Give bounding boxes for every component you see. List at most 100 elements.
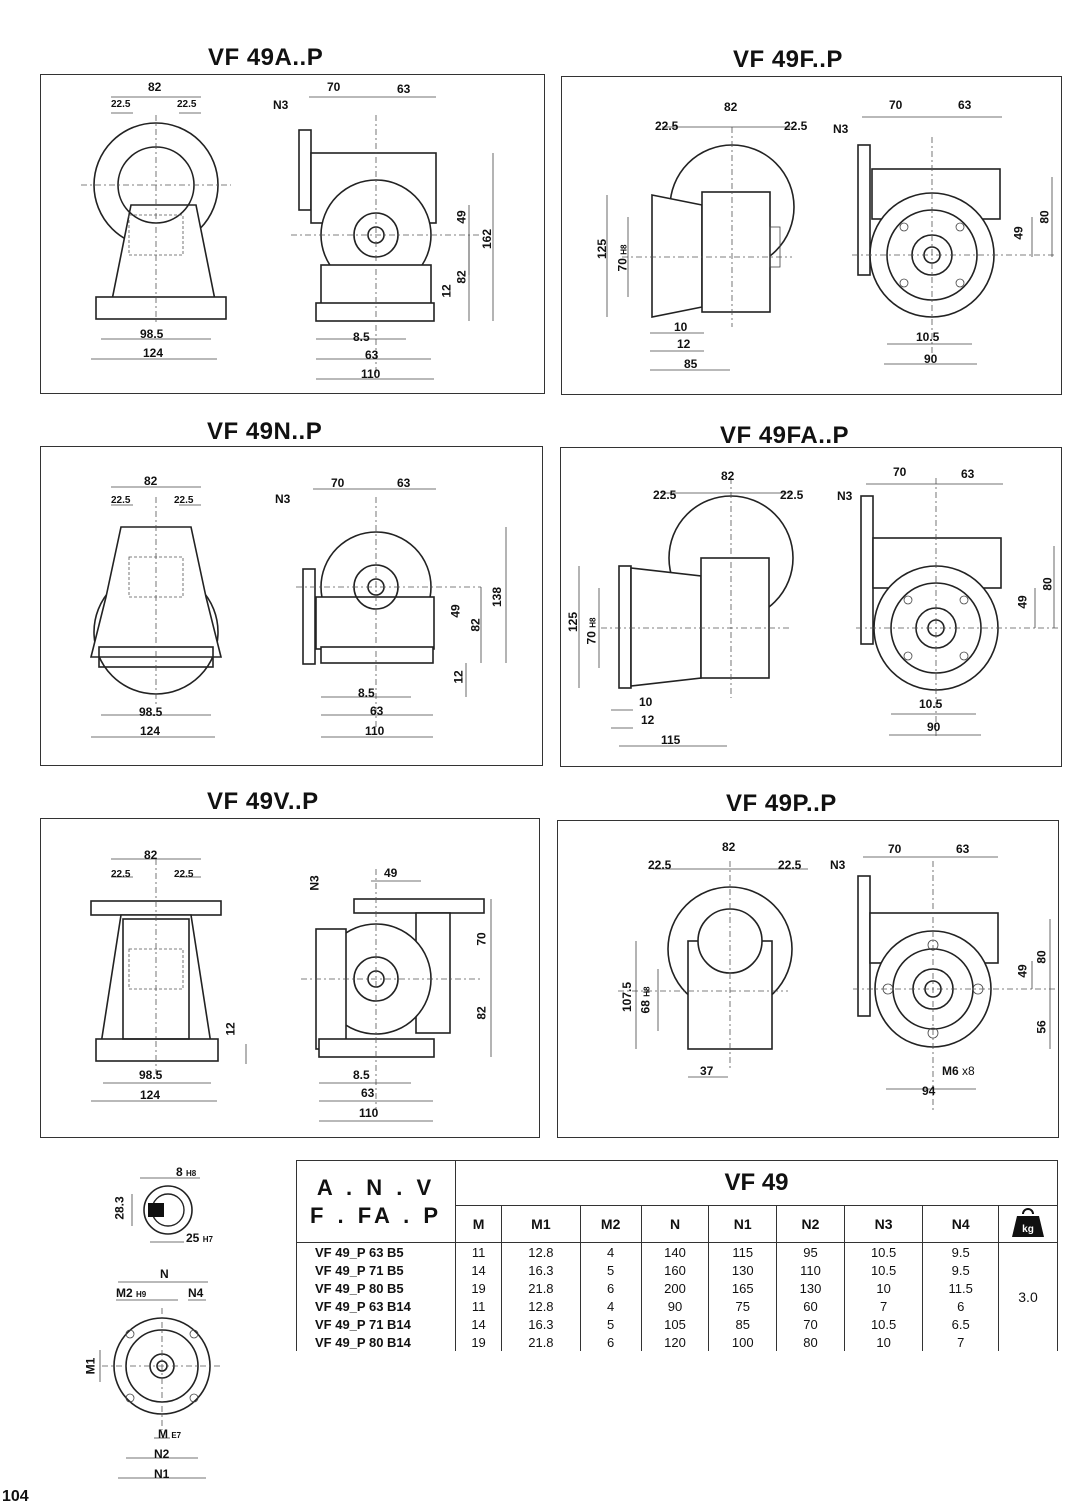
panel-title-vf49v: VF 49V..P [207,788,319,815]
row-value: 130 [776,1279,845,1297]
drawing-vf49fa: 82 22.5 22.5 125 70 H8 10 12 115 N3 70 6… [560,447,1062,767]
panel-title-vf49n: VF 49N..P [207,418,323,445]
flange-dim-m1: M1 [83,1357,98,1375]
dim-m6-value: M6 [942,1064,959,1078]
row-value: 5 [579,1315,642,1333]
drawing-vf49n: 82 22.5 22.5 98.5 124 N3 70 63 49 82 138… [40,446,543,766]
row-value: 4 [579,1297,642,1315]
row-value: 10.5 [843,1261,924,1279]
row-label: VF 49_P 80 B14 [296,1333,456,1351]
dim-94: 94 [922,1084,936,1098]
row-label: VF 49_P 71 B5 [296,1261,456,1279]
dim-n3: N3 [307,875,322,891]
dim-70-h8-tolerance: H8 [619,244,629,255]
drawing-vf49n-lines [89,486,507,738]
dim-22-5-left: 22.5 [111,99,131,110]
drawing-vf49f-lines [606,116,1057,371]
dim-63-top: 63 [397,476,411,490]
table-group-line-2: F . FA . P [309,1202,443,1228]
dim-49: 49 [454,210,469,224]
dim-22-5-right: 22.5 [174,869,194,880]
dim-12: 12 [223,1022,238,1036]
dim-22-5-left: 22.5 [653,488,677,502]
flange-dim-n2: N2 [154,1447,170,1461]
flange-dim-m2-tol: H9 [136,1290,147,1299]
row-value: 4 [579,1242,642,1261]
row-value: 120 [640,1333,710,1351]
dim-n3: N3 [837,489,853,503]
table-column-header-row: M M1 M2 N N1 N2 N3 N4 kg [297,1205,1058,1243]
dim-82: 82 [148,80,162,94]
row-value: 9.5 [922,1261,999,1279]
flange-dim-m2: M2 [116,1286,133,1300]
flange-dim-m-e7: M E7 [158,1428,181,1442]
dim-70-h8-value: 70 [615,258,630,272]
dim-70: 70 [893,465,907,479]
flange-dim-n: N [160,1267,169,1281]
drawing-vf49a: 82 22.5 22.5 98.5 124 N3 70 63 49 162 82… [40,74,545,394]
col-header: N2 [776,1205,845,1243]
dim-n3: N3 [273,98,289,112]
dim-49: 49 [448,604,463,618]
dim-n3: N3 [830,858,846,872]
row-value: 7 [843,1297,924,1315]
dim-m6-x8: M6 x8 [942,1065,975,1077]
flange-dim-n4: N4 [188,1286,204,1300]
row-value: 100 [708,1333,778,1351]
row-label: VF 49_P 63 B5 [296,1242,456,1261]
col-header: M1 [501,1205,581,1243]
dim-22-5-left: 22.5 [111,869,131,880]
dim-70: 70 [888,842,902,856]
table-header-row: A . N . V F . FA . P VF 49 [296,1160,1058,1243]
shaft-section-drawing [131,1177,200,1243]
dim-98-5: 98.5 [140,327,164,341]
dim-x8-value: x8 [962,1064,975,1078]
row-value: 85 [708,1315,778,1333]
row-value: 12.8 [501,1242,581,1261]
flange-dim-m-tol: E7 [171,1431,182,1440]
row-value: 6 [579,1279,642,1297]
row-value: 14 [454,1315,503,1333]
row-value: 7 [922,1333,999,1351]
row-value: 14 [454,1261,503,1279]
dim-124: 124 [140,724,161,738]
row-value: 80 [776,1333,845,1351]
drawing-vf49a-lines [81,96,494,380]
dim-8-5: 8.5 [358,686,375,700]
row-value: 60 [776,1297,845,1315]
row-value: 16.3 [501,1261,581,1279]
weight-icon-cell: kg [998,1205,1058,1243]
table-group-line-1: A . N . V [316,1174,436,1200]
row-value: 90 [640,1297,710,1315]
drawing-vf49f: 82 22.5 22.5 125 70 H8 10 12 85 N3 70 63… [561,76,1062,395]
shaft-dim-8: 8 [176,1165,183,1179]
dim-70-h8-tolerance: H8 [588,617,598,628]
col-header: M [454,1205,503,1243]
dim-12: 12 [439,284,454,298]
dim-68-h8: 68 H8 [638,987,653,1014]
row-value: 70 [776,1315,845,1333]
table-group-cell: A . N . V F . FA . P [296,1160,456,1243]
col-header: N1 [708,1205,778,1243]
row-value: 130 [708,1261,778,1279]
dim-98-5: 98.5 [139,705,163,719]
row-label: VF 49_P 71 B14 [296,1315,456,1333]
dim-49: 49 [1015,964,1030,978]
row-value: 105 [640,1315,710,1333]
dim-70-h8-value: 70 [584,631,599,645]
row-value: 11.5 [922,1279,999,1297]
panel-title-vf49fa: VF 49FA..P [720,422,850,449]
row-label: VF 49_P 80 B5 [296,1279,456,1297]
weight-value: 3.0 [998,1242,1058,1351]
dim-63-bottom: 63 [370,704,384,718]
dim-90: 90 [927,720,941,734]
dim-22-5-left: 22.5 [111,495,131,506]
col-header: N3 [843,1205,924,1243]
dim-90: 90 [924,352,938,366]
